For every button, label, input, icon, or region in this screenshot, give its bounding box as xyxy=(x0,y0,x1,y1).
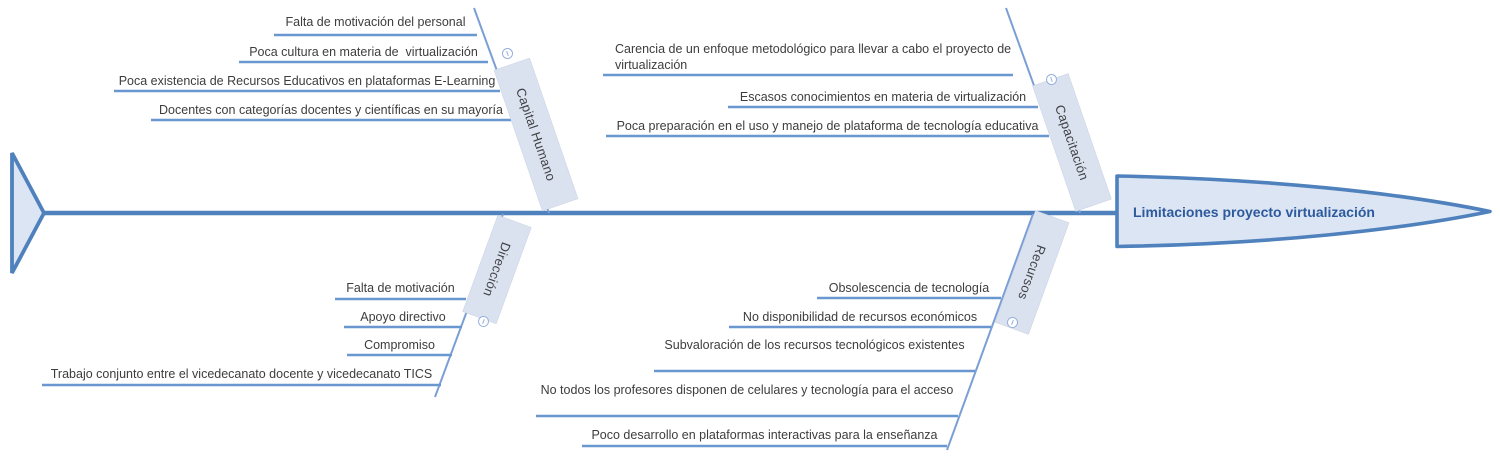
cause-text[interactable]: Obsolescencia de tecnología xyxy=(828,281,990,295)
minus-dash xyxy=(1011,319,1015,325)
minus-dash xyxy=(1050,76,1053,82)
cause-text[interactable]: Escasos conocimientos en materia de virt… xyxy=(739,90,1027,104)
cause-text[interactable]: Falta de motivación del personal xyxy=(285,15,466,29)
cause-text[interactable]: Apoyo directivo xyxy=(360,310,446,324)
fish-head-shape xyxy=(1115,174,1492,249)
minus-dash xyxy=(482,318,486,324)
cause-text[interactable]: Docentes con categorías docentes y cient… xyxy=(159,103,503,117)
branch-line-recursos xyxy=(946,213,1034,451)
fish-tail-shape xyxy=(10,152,47,274)
cause-text[interactable]: Poca existencia de Recursos Educativos e… xyxy=(118,74,496,88)
cause-text[interactable]: Trabajo conjunto entre el vicedecanato d… xyxy=(50,367,433,381)
cause-text[interactable]: Carencia de un enfoque metodológico para… xyxy=(615,42,1012,72)
cause-text[interactable]: Poca preparación en el uso y manejo de p… xyxy=(616,119,1039,133)
cause-text[interactable]: Poca cultura en materia de virtualizació… xyxy=(249,45,478,59)
cause-text[interactable]: Subvaloración de los recursos tecnológic… xyxy=(664,338,965,352)
cause-text[interactable]: Falta de motivación xyxy=(346,281,455,295)
cause-text[interactable]: No todos los profesores disponen de celu… xyxy=(540,383,954,397)
cause-text[interactable]: Compromiso xyxy=(364,338,435,352)
minus-dash xyxy=(506,50,509,56)
cause-text[interactable]: No disponibilidad de recursos económicos xyxy=(742,310,978,324)
cause-text[interactable]: Poco desarrollo en plataformas interacti… xyxy=(591,428,938,442)
head-node-title[interactable]: Limitaciones proyecto virtualización xyxy=(1133,204,1375,220)
